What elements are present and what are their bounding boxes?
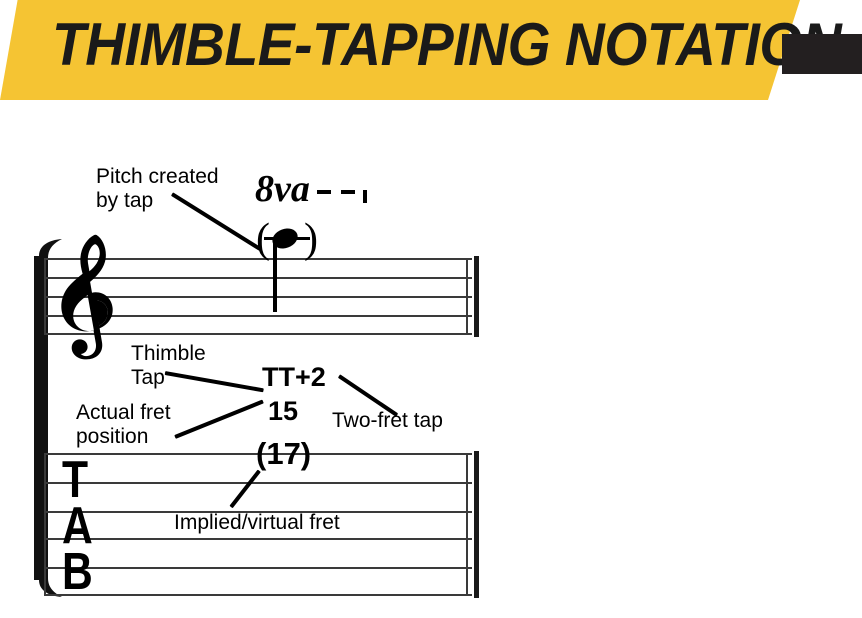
- annotation-two-fret-tap: Two-fret tap: [332, 409, 443, 432]
- treble-staff-end-thick-barline: [474, 256, 479, 337]
- ottava-dash-2: [341, 190, 355, 194]
- leader-line-pitch-created: [170, 192, 262, 251]
- page-title: THIMBLE-TAPPING NOTATION: [52, 11, 842, 78]
- note-stem: [273, 238, 277, 312]
- tab-staff-end-thin-barline: [466, 453, 468, 596]
- leader-line-actual-fret: [174, 399, 264, 439]
- tab-letter-a: A: [62, 497, 93, 555]
- annotation-pitch-created-line2: by tap: [96, 189, 154, 212]
- treble-clef-icon: [61, 234, 113, 360]
- leader-line-implied-fret: [229, 469, 261, 509]
- treble-staff-line-1: [44, 258, 472, 260]
- tab-staff-left-barline: [44, 453, 46, 596]
- ottava-end-hook: [363, 190, 367, 203]
- ottava-label: 8va: [255, 168, 310, 210]
- annotation-pitch-created-line1: Pitch created: [96, 165, 219, 188]
- tab-staff-line-5: [44, 567, 472, 569]
- treble-staff-line-4: [44, 315, 472, 317]
- annotation-actual-fret-line1: Actual fret: [76, 401, 171, 424]
- actual-fret-number: 15: [268, 396, 299, 426]
- header-banner-shape: [0, 0, 800, 100]
- header-banner: THIMBLE-TAPPING NOTATION: [0, 0, 842, 100]
- annotation-actual-fret-line2: position: [76, 425, 149, 448]
- tab-staff-line-2: [44, 482, 472, 484]
- note-right-parenthesis: ): [304, 216, 318, 262]
- tab-staff-line-1: [44, 453, 472, 455]
- leader-line-thimble-tap: [164, 371, 264, 393]
- annotation-thimble-tap-line1: Thimble: [131, 342, 206, 365]
- tab-letter-b: B: [62, 543, 93, 601]
- header-accent-bar: [782, 34, 862, 74]
- treble-staff-line-2: [44, 277, 472, 279]
- ottava-dash-1: [317, 190, 331, 194]
- implied-fret-number: (17): [256, 436, 312, 471]
- notation-diagram: 8va ( ) Pitch created by tap Thimble Tap…: [0, 110, 862, 618]
- treble-staff-line-3: [44, 296, 472, 298]
- thimble-tap-marking: TT+2: [262, 362, 326, 392]
- annotation-thimble-tap-line2: Tap: [131, 366, 165, 389]
- annotation-implied-fret: Implied/virtual fret: [174, 511, 340, 534]
- treble-staff-line-5: [44, 333, 472, 335]
- tab-staff-end-thick-barline: [474, 451, 479, 598]
- treble-staff-end-thin-barline: [466, 258, 468, 335]
- tab-staff-line-4: [44, 538, 472, 540]
- treble-staff-left-barline: [44, 258, 46, 335]
- tab-letter-t: T: [62, 451, 89, 509]
- tab-staff-line-3: [44, 511, 472, 513]
- tab-staff-line-6: [44, 594, 472, 596]
